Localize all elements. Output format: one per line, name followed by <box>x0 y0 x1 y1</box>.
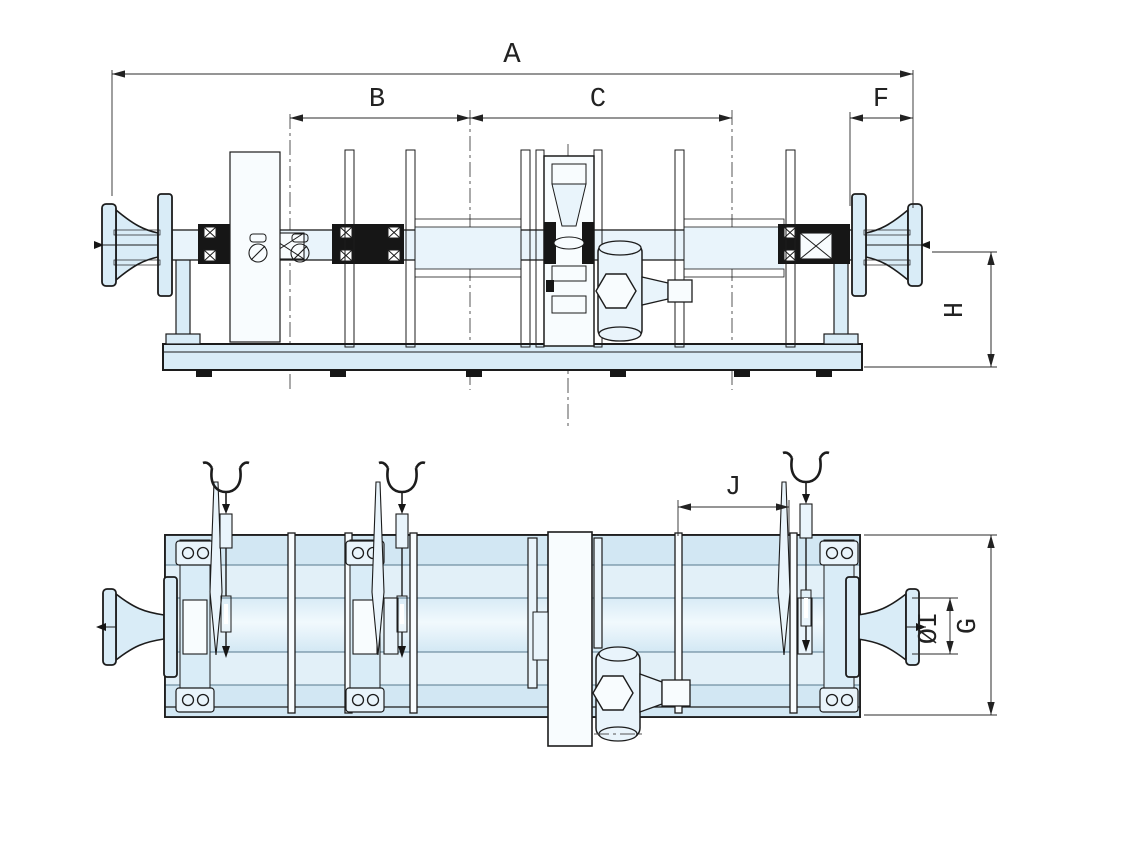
dimension-f: F <box>849 85 913 206</box>
brake-drum-outline <box>229 151 310 343</box>
dim-label-g: G <box>954 618 984 634</box>
dim-label-h: H <box>941 302 971 318</box>
dimension-h: H <box>864 251 997 368</box>
front-section-view: A B C F H <box>94 38 997 430</box>
brake-handle-fork-right <box>782 451 830 652</box>
left-warping-head-plan <box>96 576 178 678</box>
right-warping-head <box>851 193 930 297</box>
dimension-j: J <box>677 473 790 536</box>
dim-label-b: B <box>369 85 385 115</box>
left-warping-head <box>94 193 173 297</box>
gearbox-plan <box>527 531 603 747</box>
hydraulic-motor-front <box>595 240 693 342</box>
brake-handle-fork-middle <box>378 461 426 658</box>
dim-label-j: J <box>725 473 741 503</box>
dimension-c: C <box>470 85 732 122</box>
deck-frame <box>164 534 861 718</box>
centerlines-front <box>289 110 733 430</box>
brake-station-middle <box>345 461 426 713</box>
dim-label-c: C <box>590 85 606 115</box>
brake-station-left <box>175 461 250 713</box>
dim-label-a: A <box>503 38 521 71</box>
right-warping-head-plan <box>845 576 926 678</box>
brake-handle-fork-left <box>202 461 250 658</box>
plan-view: J ØI G <box>96 451 997 747</box>
hydraulic-motor-plan <box>592 646 691 742</box>
drum-flange-plates-front <box>344 149 796 348</box>
dim-label-i: ØI <box>915 612 945 644</box>
dimension-i-diameter: ØI <box>912 597 958 655</box>
dimension-b: B <box>290 85 470 122</box>
clutch-bearing-blocks <box>198 224 850 264</box>
jaw-clutch-right <box>799 232 833 260</box>
gearbox-housing <box>535 149 603 348</box>
drum-barrel-left <box>414 218 522 278</box>
dim-label-f: F <box>873 85 889 115</box>
dimension-g: G <box>864 534 997 716</box>
brake-station-right <box>777 451 859 713</box>
drum-barrel-right <box>683 218 785 278</box>
bed-plate <box>162 343 863 377</box>
dimension-a: A <box>111 38 914 208</box>
